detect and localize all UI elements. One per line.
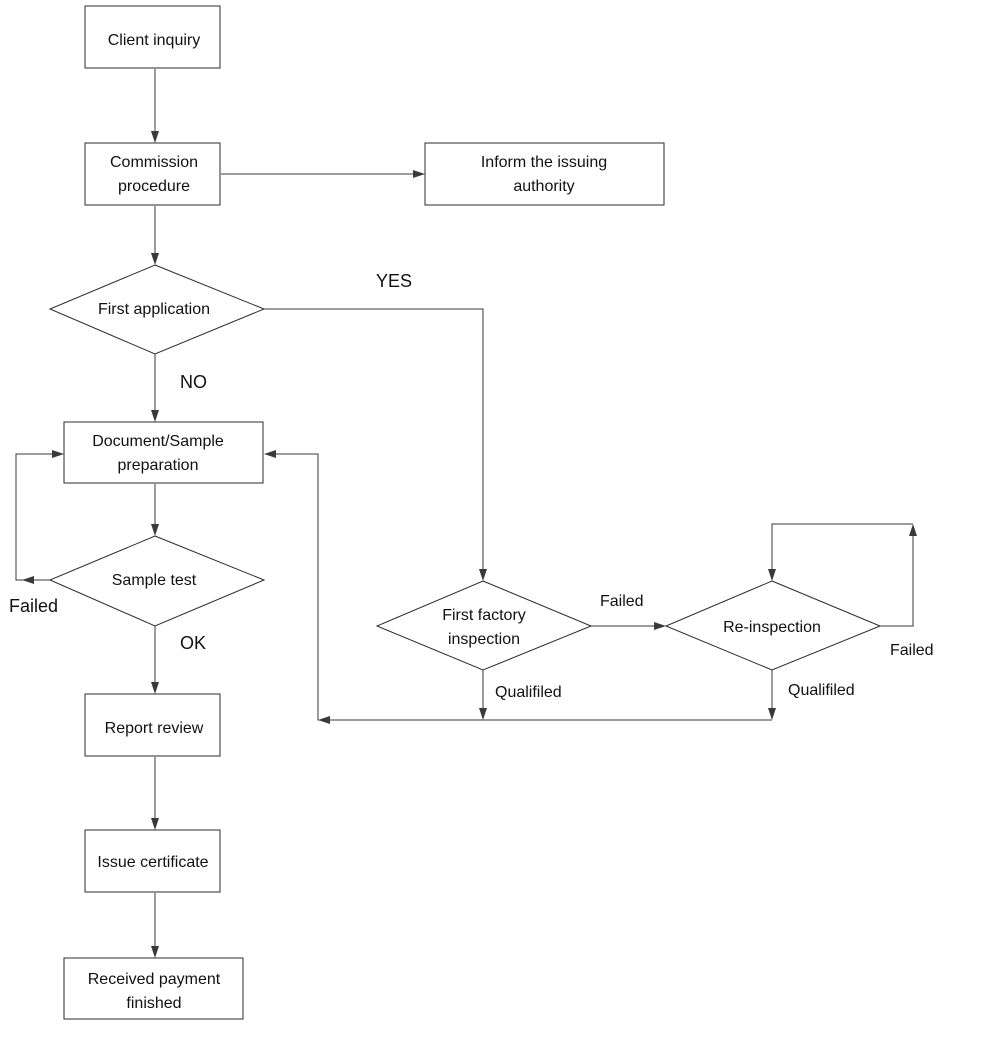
node-first-factory-inspection: First factory inspection bbox=[375, 580, 593, 671]
node-received-payment: Received payment finished bbox=[63, 957, 244, 1020]
arrowhead bbox=[151, 253, 159, 265]
node-label-line-1: First factory bbox=[442, 607, 526, 624]
arrowhead bbox=[768, 708, 776, 720]
arrowhead bbox=[52, 450, 64, 458]
node-issue-certificate: Issue certificate bbox=[84, 829, 221, 893]
decision-diamond bbox=[664, 580, 882, 671]
node-label: Report review bbox=[105, 720, 204, 737]
edges bbox=[15, 69, 917, 958]
node-label-line-2: inspection bbox=[448, 631, 520, 648]
arrowhead bbox=[151, 682, 159, 694]
edge-label-no: NO bbox=[180, 372, 207, 392]
node-box bbox=[63, 957, 244, 1020]
edge-label-factory-qualified: Qualifiled bbox=[495, 684, 562, 701]
node-label: Issue certificate bbox=[97, 854, 208, 871]
arrowhead bbox=[318, 716, 330, 724]
edge-sample-test-failed-loop bbox=[15, 453, 52, 581]
arrowhead bbox=[151, 524, 159, 536]
node-label-line-2: preparation bbox=[118, 457, 199, 474]
node-label: Sample test bbox=[112, 572, 197, 589]
node-label-line-1: Document/Sample bbox=[92, 433, 224, 450]
node-box bbox=[84, 829, 221, 893]
node-label-line-1: Received payment bbox=[88, 971, 221, 988]
node-box bbox=[84, 5, 221, 69]
edge-reinspection-loop-top bbox=[771, 523, 913, 569]
arrowhead bbox=[909, 524, 917, 536]
arrowhead bbox=[413, 170, 425, 178]
node-box bbox=[84, 693, 221, 757]
node-report-review: Report review bbox=[84, 693, 221, 757]
node-inform-issuing-authority: Inform the issuing authority bbox=[424, 142, 665, 206]
arrowhead bbox=[151, 818, 159, 830]
node-box bbox=[424, 142, 665, 206]
nodes: Client inquiry Commission procedure Info… bbox=[48, 5, 882, 1020]
decision-diamond bbox=[48, 535, 266, 627]
edge-label-factory-failed: Failed bbox=[600, 593, 644, 610]
node-first-application: First application bbox=[48, 264, 266, 355]
node-box bbox=[84, 142, 221, 206]
edge-label-sample-failed: Failed bbox=[9, 596, 58, 616]
edge-reinspection-failed-loop bbox=[880, 536, 914, 627]
decision-diamond bbox=[375, 580, 593, 671]
edge-first-application-yes bbox=[264, 308, 484, 569]
edge-label-sample-ok: OK bbox=[180, 633, 206, 653]
node-label-line-2: finished bbox=[126, 995, 181, 1012]
node-label-line-2: authority bbox=[513, 178, 574, 195]
node-sample-test: Sample test bbox=[48, 535, 266, 627]
node-label-line-1: Inform the issuing bbox=[481, 154, 607, 171]
arrowhead bbox=[479, 569, 487, 581]
edge-qualified-merge-to-preparation bbox=[276, 453, 772, 721]
arrowhead bbox=[654, 622, 666, 630]
node-label-line-2: procedure bbox=[118, 178, 190, 195]
edge-label-reinspection-failed: Failed bbox=[890, 642, 934, 659]
arrowhead bbox=[151, 131, 159, 143]
arrowhead bbox=[151, 946, 159, 958]
node-label: Re-inspection bbox=[723, 619, 821, 636]
node-re-inspection: Re-inspection bbox=[664, 580, 882, 671]
node-client-inquiry: Client inquiry bbox=[84, 5, 221, 69]
arrowhead bbox=[151, 410, 159, 422]
node-label: First application bbox=[98, 301, 210, 318]
node-document-sample-preparation: Document/Sample preparation bbox=[63, 421, 264, 484]
edge-label-reinspection-qualified: Qualifiled bbox=[788, 682, 855, 699]
arrowhead bbox=[22, 576, 34, 584]
node-commission-procedure: Commission procedure bbox=[84, 142, 221, 206]
decision-diamond bbox=[48, 264, 266, 355]
arrowhead bbox=[264, 450, 276, 458]
arrowhead bbox=[768, 569, 776, 581]
node-box bbox=[63, 421, 264, 484]
edge-labels: YES NO Failed OK Failed Qualifiled Faile… bbox=[9, 271, 934, 701]
node-label: Client inquiry bbox=[108, 32, 200, 49]
edge-label-yes: YES bbox=[376, 271, 412, 291]
node-label-line-1: Commission bbox=[110, 154, 198, 171]
arrowhead bbox=[479, 708, 487, 720]
